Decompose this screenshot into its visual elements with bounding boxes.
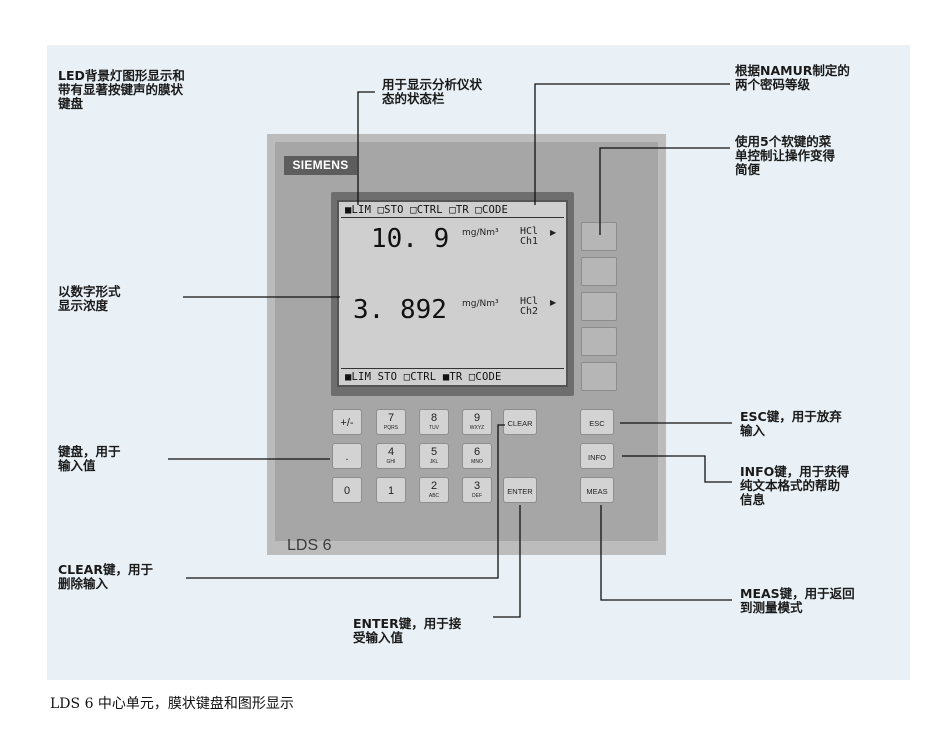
leader-meas [600, 505, 732, 601]
reading1-component: HCl [520, 226, 539, 237]
graphic-display: ■LIM □STO □CTRL □TR □CODE 10. 9 mg/Nm³ H… [337, 200, 568, 387]
label-keypad: 键盘，用于 输入值 [58, 444, 121, 473]
siemens-logo: SIEMENS [284, 156, 357, 175]
key-dot[interactable]: . [332, 443, 362, 469]
softkey-1[interactable] [581, 222, 617, 251]
label-softkeys: 使用5个软键的菜 单控制让操作变得 简便 [735, 134, 836, 177]
reading2-channel: Ch2 [520, 306, 539, 317]
softkey-5[interactable] [581, 362, 617, 391]
label-concentration: 以数字形式 显示浓度 [58, 284, 121, 313]
reading1-arrow-icon: ▶ [550, 228, 557, 237]
softkey-3[interactable] [581, 292, 617, 321]
status-bar-bottom: ■LIM STO □CTRL ■TR □CODE [345, 371, 502, 383]
label-led-keypad: LED背景灯图形显示和 带有显著按键声的膜状 键盘 [58, 68, 185, 111]
softkey-2[interactable] [581, 257, 617, 286]
label-meas: MEAS键，用于返回 到测量模式 [740, 586, 855, 615]
leader-clear [186, 424, 505, 579]
meas-key[interactable]: MEAS [580, 477, 614, 503]
label-esc: ESC键，用于放弃 输入 [740, 409, 842, 438]
leader-info [622, 455, 732, 483]
reading2-unit: mg/Nm³ [462, 299, 499, 309]
label-clear: CLEAR键，用于 删除输入 [58, 562, 153, 591]
model-name: LDS 6 [287, 537, 332, 554]
label-namur: 根据NAMUR制定的 两个密码等级 [735, 63, 850, 92]
key-plus-minus[interactable]: +/- [332, 409, 362, 435]
figure-caption: LDS 6 中心单元，膜状键盘和图形显示 [50, 696, 294, 712]
status-divider-top [341, 217, 564, 218]
reading1-unit: mg/Nm³ [462, 228, 499, 238]
esc-key[interactable]: ESC [580, 409, 614, 435]
enter-key[interactable]: ENTER [503, 477, 537, 503]
status-bar-top: ■LIM □STO □CTRL □TR □CODE [345, 204, 509, 216]
label-status-bar: 用于显示分析仪状 态的状态栏 [382, 77, 483, 106]
reading2-component: HCl [520, 296, 539, 307]
info-key[interactable]: INFO [580, 443, 614, 469]
reading2-value: 3. 892 [353, 295, 447, 325]
clear-key[interactable]: CLEAR [503, 409, 537, 435]
leader-softkeys [599, 147, 730, 235]
reading2-arrow-icon: ▶ [550, 298, 557, 307]
label-enter: ENTER键，用于接 受输入值 [353, 616, 462, 645]
reading1-channel: Ch1 [520, 236, 539, 247]
leader-enter [493, 505, 521, 618]
leader-namur [534, 83, 730, 205]
leader-status-bar [357, 91, 375, 205]
reading1-value: 10. 9 [371, 224, 450, 254]
softkey-4[interactable] [581, 327, 617, 356]
status-divider-bottom [341, 368, 564, 369]
key-0[interactable]: 0 [332, 477, 362, 503]
label-info: INFO键，用于获得 纯文本格式的帮助 信息 [740, 464, 850, 507]
key-1[interactable]: 1 [376, 477, 406, 503]
